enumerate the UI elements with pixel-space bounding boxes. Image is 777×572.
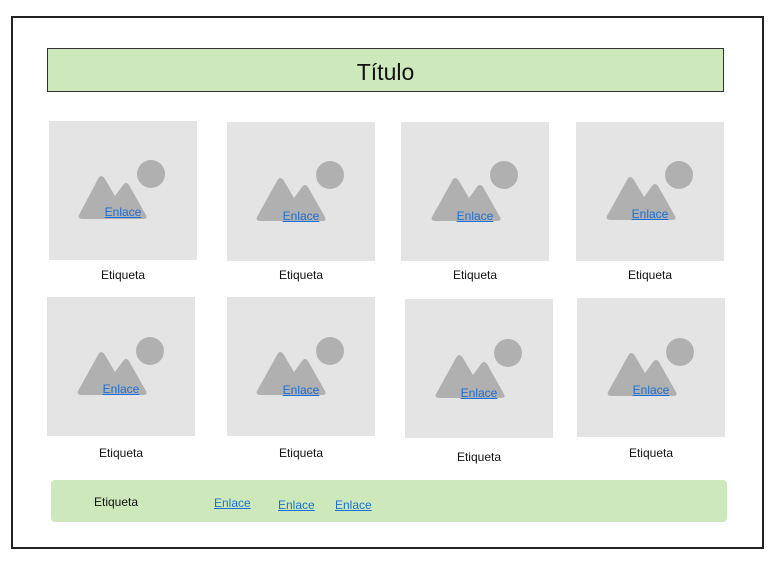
gallery-tile: Enlace Etiqueta [47,297,195,462]
tile-image [227,122,375,261]
footer-link[interactable]: Enlace [335,498,372,512]
image-placeholder-icon [256,337,344,395]
tile-link[interactable]: Enlace [632,383,670,397]
tile-link[interactable]: Enlace [460,386,498,400]
gallery-tile: Enlace Etiqueta [401,122,549,287]
image-placeholder-icon [77,337,164,395]
tile-image [227,297,375,436]
tile-link[interactable]: Enlace [282,383,320,397]
gallery-tile: Enlace Etiqueta [576,122,724,287]
gallery-tile: Enlace Etiqueta [49,121,197,286]
tile-link[interactable]: Enlace [104,205,142,219]
gallery-tile: Enlace Etiqueta [405,299,553,464]
page-title: Título [356,58,415,85]
tile-label: Etiqueta [100,268,146,282]
tile-label: Etiqueta [98,446,144,460]
tile-image [47,297,195,436]
tile-label: Etiqueta [627,268,673,282]
tile-image [401,122,549,261]
tile-image [576,122,724,261]
image-placeholder-icon [606,161,693,220]
image-placeholder-icon [256,161,344,221]
page-frame [11,16,764,549]
image-placeholder-icon [607,338,694,396]
tile-link[interactable]: Enlace [282,209,320,223]
gallery-tile: Enlace Etiqueta [227,122,375,287]
footer-link[interactable]: Enlace [278,498,315,512]
image-placeholder-icon [431,161,518,221]
gallery-tile: Enlace Etiqueta [577,298,725,463]
tile-image [577,298,725,437]
footer-label: Etiqueta [94,495,139,509]
tile-label: Etiqueta [278,268,324,282]
tile-label: Etiqueta [456,450,502,464]
footer-bar: Etiqueta Enlace Enlace Enlace [51,480,727,522]
gallery-tile: Enlace Etiqueta [227,297,375,462]
footer-link[interactable]: Enlace [214,496,251,510]
image-placeholder-icon [435,339,522,398]
tile-link[interactable]: Enlace [456,209,494,223]
tile-label: Etiqueta [278,446,324,460]
title-bar: Título [47,48,724,92]
tile-image [49,121,197,260]
tile-link[interactable]: Enlace [631,207,669,221]
tile-label: Etiqueta [452,268,498,282]
image-placeholder-icon [78,160,165,219]
tile-image [405,299,553,438]
tile-label: Etiqueta [628,446,674,460]
tile-link[interactable]: Enlace [102,382,140,396]
